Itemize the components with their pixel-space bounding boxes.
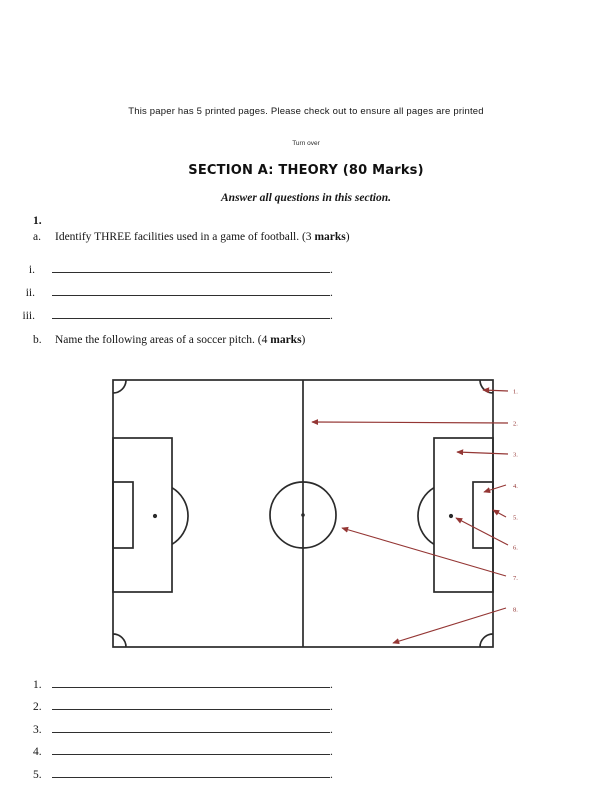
rule-period: . (330, 724, 333, 736)
pointer-label-3: 3. (513, 452, 518, 459)
section-instruction: Answer all questions in this section. (221, 192, 391, 204)
part-b-marks: marks (270, 334, 302, 346)
answer-numeral: 1. (33, 679, 42, 691)
pointer-label-5: 5. (513, 515, 518, 522)
rule-period: . (330, 679, 333, 691)
penalty-spot-left (152, 513, 158, 519)
answer-line-5: 5.. (33, 766, 333, 781)
corner-arc-bottom-right (479, 633, 494, 648)
part-b-label: b. (33, 334, 42, 346)
blank-numeral: i. (28, 264, 35, 276)
question-number: 1. (33, 215, 42, 227)
rule-period: . (330, 310, 333, 322)
center-spot (301, 513, 305, 517)
answer-rule (52, 307, 330, 319)
corner-arc-top-right (479, 379, 494, 394)
answer-rule (52, 721, 330, 733)
pointer-label-2: 2. (513, 421, 518, 428)
part-b-text: Name the following areas of a soccer pit… (55, 334, 305, 346)
penalty-arc-left (171, 486, 189, 546)
rule-period: . (330, 769, 333, 781)
answer-rule (52, 284, 330, 296)
goal-area-right (472, 481, 494, 549)
answer-rule (52, 698, 330, 710)
arrow-8-touch-line (392, 607, 507, 645)
penalty-area-right (433, 437, 494, 593)
blank-numeral: iii. (22, 310, 35, 322)
pointer-label-7: 7. (513, 575, 518, 582)
part-a-text-pre: Identify THREE facilities used in a game… (55, 231, 315, 243)
answer-numeral: 5. (33, 769, 42, 781)
answer-rule (52, 743, 330, 755)
page-notice: This paper has 5 printed pages. Please c… (128, 106, 484, 117)
part-a-label: a. (33, 231, 41, 243)
pointer-label-6: 6. (513, 545, 518, 552)
blank-line-ii: ii.. (18, 284, 333, 299)
answer-numeral: 2. (33, 701, 42, 713)
pointer-label-1: 1. (513, 389, 518, 396)
question-part-a: a. Identify THREE facilities used in a ga… (33, 231, 350, 243)
answer-rule (52, 676, 330, 688)
pointer-arrows (311, 387, 509, 645)
answer-rule (52, 261, 330, 273)
arrow-3-penalty-area (456, 449, 509, 456)
blank-numeral: ii. (25, 287, 35, 299)
arrow-2-halfway-line (311, 419, 509, 426)
answer-line-2: 2.. (33, 698, 333, 713)
pointer-labels: 1. 2. 3. 4. 5. 6. 7. 8. (513, 389, 518, 614)
pointer-label-4: 4. (513, 483, 518, 490)
penalty-arc-right (417, 486, 435, 546)
arrow-7-center-circle (341, 526, 507, 577)
answer-line-4: 4.. (33, 743, 333, 758)
soccer-pitch-diagram: 1. 2. 3. 4. 5. 6. 7. 8. (98, 374, 538, 656)
answer-numeral: 3. (33, 724, 42, 736)
penalty-area-left (112, 437, 173, 593)
arrow-5-goal-line (492, 509, 507, 518)
goal-area-left (112, 481, 134, 549)
turn-over-note: Turn over (292, 140, 320, 147)
corner-arc-bottom-left (112, 633, 127, 648)
part-a-marks: marks (314, 231, 346, 243)
rule-period: . (330, 264, 333, 276)
answer-line-1: 1.. (33, 676, 333, 691)
arrow-4-goal-area (483, 484, 507, 493)
penalty-spot-right (448, 513, 454, 519)
section-title: SECTION A: THEORY (80 Marks) (188, 163, 424, 178)
part-b-text-pre: Name the following areas of a soccer pit… (55, 334, 271, 346)
blank-line-iii: iii.. (18, 307, 333, 322)
answer-numeral: 4. (33, 746, 42, 758)
arrow-6-penalty-spot (455, 517, 509, 546)
rule-period: . (330, 287, 333, 299)
part-b-text-post: ) (301, 334, 306, 346)
blank-line-i: i.. (18, 261, 333, 276)
rule-period: . (330, 701, 333, 713)
question-part-b: b. Name the following areas of a soccer p… (33, 334, 305, 346)
arrow-1-corner-arc (482, 387, 509, 394)
pointer-label-8: 8. (513, 607, 518, 614)
part-a-text-post: ) (345, 231, 350, 243)
rule-period: . (330, 746, 333, 758)
answer-rule (52, 766, 330, 778)
part-a-text: Identify THREE facilities used in a game… (55, 231, 350, 243)
center-circle (269, 481, 337, 549)
soccer-pitch-svg: 1. 2. 3. 4. 5. 6. 7. 8. (112, 379, 518, 648)
answer-line-3: 3.. (33, 721, 333, 736)
corner-arc-top-left (112, 379, 127, 394)
